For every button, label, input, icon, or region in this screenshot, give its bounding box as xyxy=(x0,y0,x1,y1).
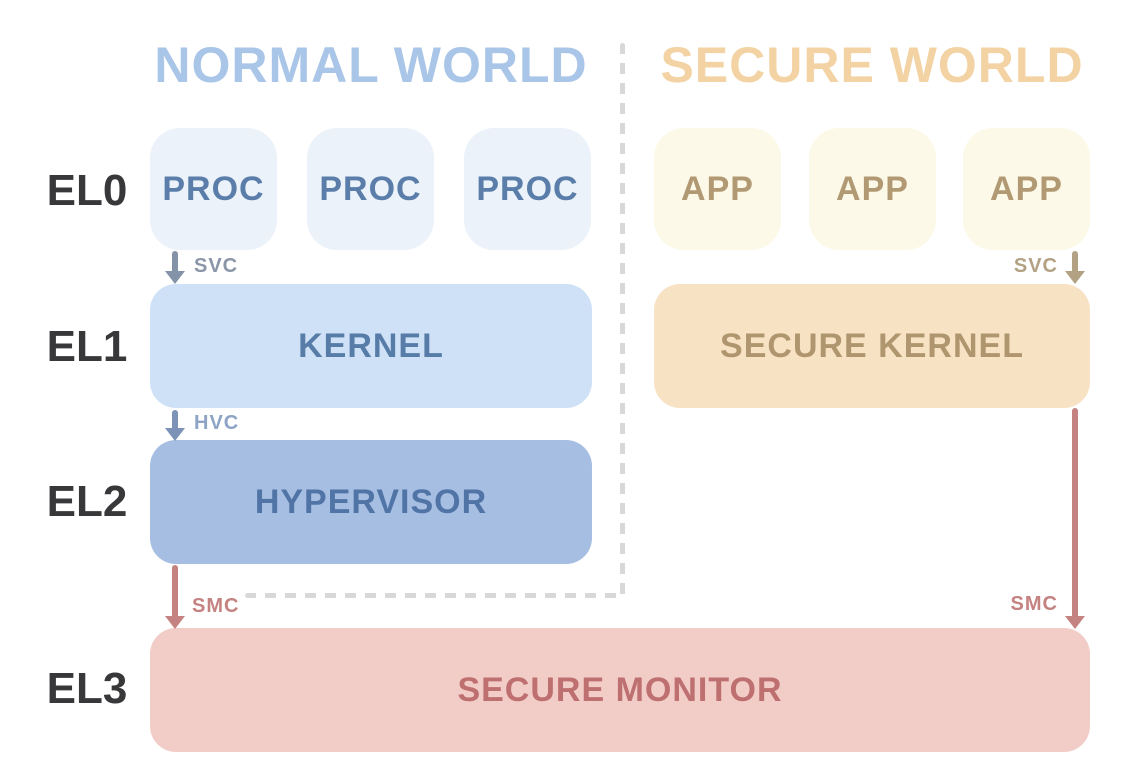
app-box-2: APP xyxy=(809,128,936,250)
proc-box-2: PROC xyxy=(307,128,434,250)
hvc-call-label: HVC xyxy=(194,412,240,434)
smc-arrow-right-icon xyxy=(1065,408,1085,629)
el3-label: EL3 xyxy=(46,664,128,713)
app-box-3: APP xyxy=(963,128,1090,250)
secure-monitor-box: SECURE MONITOR xyxy=(150,628,1090,752)
svc-arrow-right-icon xyxy=(1065,251,1085,284)
kernel-box: KERNEL xyxy=(150,284,592,408)
hvc-arrow-icon xyxy=(165,410,185,441)
svc-call-label-right: SVC xyxy=(1013,255,1058,277)
el0-label: EL0 xyxy=(46,166,128,215)
smc-call-label-right: SMC xyxy=(1010,593,1058,615)
el1-label: EL1 xyxy=(46,322,128,371)
secure-kernel-box: SECURE KERNEL xyxy=(654,284,1090,408)
svc-arrow-icon xyxy=(165,251,185,284)
smc-arrow-left-icon xyxy=(165,565,185,629)
svc-call-label-left: SVC xyxy=(194,255,239,277)
world-divider-horizontal-dashed-line xyxy=(245,593,622,598)
smc-call-label-left: SMC xyxy=(192,595,240,617)
proc-box-1: PROC xyxy=(150,128,277,250)
normal-world-title: NORMAL WORLD xyxy=(154,37,588,93)
world-divider-vertical-dashed-line xyxy=(620,43,625,597)
app-box-1: APP xyxy=(654,128,781,250)
proc-box-3: PROC xyxy=(464,128,591,250)
secure-world-title: SECURE WORLD xyxy=(660,37,1084,93)
el2-label: EL2 xyxy=(46,477,128,526)
hypervisor-box: HYPERVISOR xyxy=(150,440,592,564)
